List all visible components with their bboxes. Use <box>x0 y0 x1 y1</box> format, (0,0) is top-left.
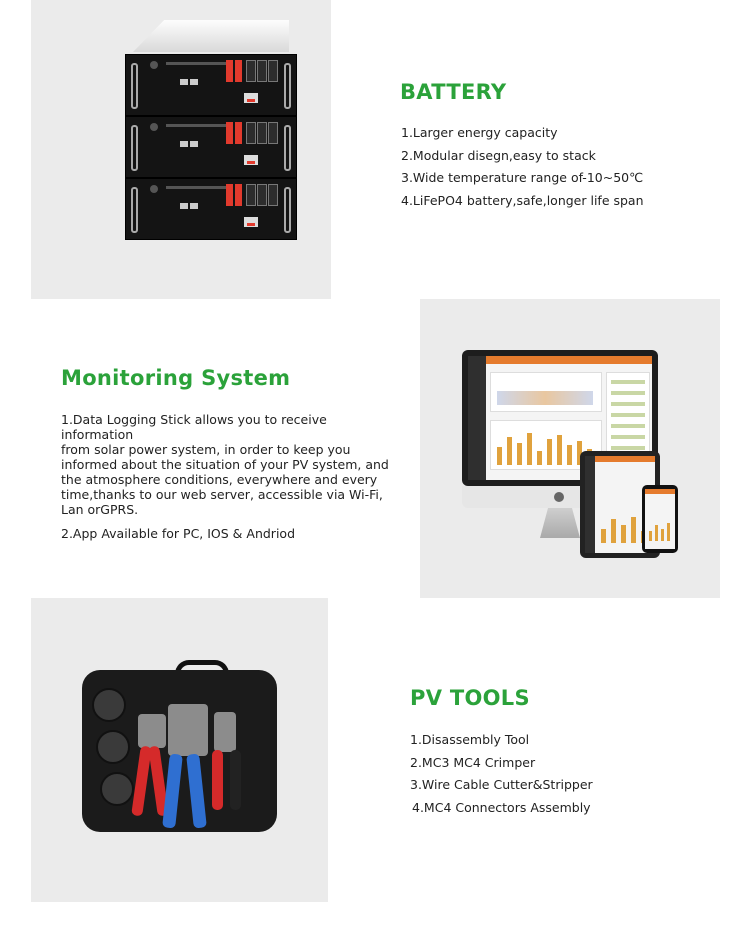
pv-tools-heading: PV TOOLS <box>410 686 530 710</box>
list-item: 2.Modular disegn,easy to stack <box>401 147 596 163</box>
cutter-head <box>138 714 166 748</box>
stripper-icon <box>230 750 241 810</box>
disassembly-tool-icon <box>92 688 126 722</box>
monitoring-paragraph-2: 2.App Available for PC, IOS & Andriod <box>61 526 296 541</box>
list-item: 1.Larger energy capacity <box>401 125 558 140</box>
list-item: 3.Wire Cable Cutter&Stripper <box>410 777 593 793</box>
battery-feature-list: 1.Larger energy capacity 2.Modular diseg… <box>401 122 644 212</box>
list-item: 1.Disassembly Tool <box>410 732 530 747</box>
pv-tools-list: 1.Disassembly Tool 2.MC3 MC4 Crimper 3.W… <box>410 729 593 819</box>
list-item: 3.Wide temperature range of-10~50℃ <box>401 170 644 186</box>
monitoring-paragraph-1: 1.Data Logging Stick allows you to recei… <box>61 412 389 517</box>
battery-rack-image <box>123 20 299 244</box>
battery-heading: BATTERY <box>400 80 507 104</box>
crimper-head <box>168 704 208 756</box>
monitoring-heading: Monitoring System <box>61 366 291 390</box>
desktop-monitor-image <box>462 350 658 486</box>
list-item: 4.MC4 Connectors Assembly <box>412 799 591 815</box>
list-item: 2.MC3 MC4 Crimper <box>410 754 536 770</box>
disassembly-tool-icon <box>96 730 130 764</box>
monitor-stand <box>540 508 580 538</box>
phone-image <box>642 485 678 553</box>
disassembly-tool-icon <box>100 772 134 806</box>
list-item: 4.LiFePO4 battery,safe,longer life span <box>401 192 644 208</box>
stripper-icon <box>212 750 223 810</box>
monitoring-description: 1.Data Logging Stick allows you to recei… <box>61 412 396 550</box>
battery-image-panel <box>31 0 331 299</box>
stripper-head <box>214 712 236 752</box>
